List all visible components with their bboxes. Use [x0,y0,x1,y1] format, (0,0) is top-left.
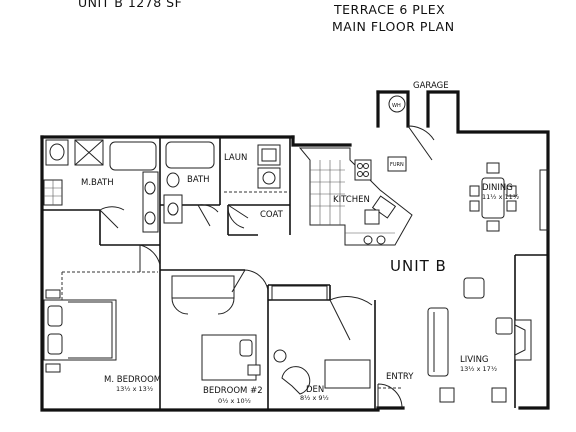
laundry-label: LAUN [224,153,247,163]
mbed-door-swing [139,244,161,272]
bath-toilet-icon [166,172,180,188]
unit-info-label: UNIT B 1278 SF [78,0,182,10]
exterior-walls [40,90,550,412]
end-table-icon [491,387,507,403]
bathtub-icon [109,141,157,171]
stove-icon [354,159,372,181]
bedroom-2: BEDROOM #2 0½ x 10½ [171,269,269,405]
furnace-label: FURN [390,162,404,168]
title-line-1: TERRACE 6 PLEX [333,2,445,17]
bed2-door-swing [231,269,269,293]
armchair-icon [495,317,513,335]
den-door-swing [329,296,373,341]
kitchen: KITCHEN [298,147,413,246]
chair-icon [469,185,480,197]
desk-chair-icon [281,366,311,395]
water-heater-label: WH [392,103,401,109]
master-bedroom-label: M. BEDROOM [104,375,161,385]
den-label: DEN [306,385,324,395]
master-bedroom-dims: 13½ x 13½ [116,385,153,393]
closet-door-swing [171,297,235,315]
chair-icon [486,220,500,232]
entry-label: ENTRY [386,372,414,382]
coat-door-swing [227,204,249,229]
living-label: LIVING [460,355,489,365]
dining-dims: 11½ x 11½ [482,193,519,201]
chair-icon [506,185,517,197]
fireplace-icon [514,319,532,361]
closet-icon [171,275,235,299]
kitchen-label: KITCHEN [333,195,370,205]
pillow-icon [47,305,63,327]
armchair-icon [463,277,485,299]
nightstand-icon [45,289,61,299]
kitchen-counter [298,147,413,246]
nightstand-icon [247,364,261,376]
bath: BATH [163,141,219,227]
laundry: LAUN COAT [224,144,290,229]
master-bedroom: M. BEDROOM 13½ x 13½ [43,244,161,393]
living: LIVING 13½ x 17½ [427,277,532,403]
living-dims: 13½ x 17½ [460,365,497,373]
entry: ENTRY [377,372,414,409]
water-heater-icon [388,95,406,113]
pillow-icon [239,339,253,357]
dishwasher-icon [364,209,380,225]
bath-label: BATH [187,175,210,185]
dining: DINING 11½ x 11½ [469,162,549,232]
bay-window [539,169,549,231]
bath-door-swing [197,204,219,227]
coat-label: COAT [260,210,284,220]
dining-table-icon [481,177,505,219]
title-line-2: MAIN FLOOR PLAN [332,19,455,34]
nightstand-icon [45,363,61,373]
plant-icon [273,349,287,363]
stool-icon [376,235,386,245]
furnace-icon [387,156,407,172]
unit-label: UNIT B [390,257,447,275]
pillow-icon [47,333,63,355]
den: DEN 8½ x 9½ [271,285,373,402]
chair-icon [506,200,517,212]
mbath-label: M.BATH [81,178,114,188]
den-dims: 8½ x 9½ [300,394,329,402]
den-closet-icon [271,285,328,301]
stool-icon [363,235,373,245]
master-bath: M.BATH [43,139,159,233]
garage-label: GARAGE [413,81,449,91]
dryer-icon [257,167,281,189]
garage-area: GARAGE WH FURN [387,81,449,172]
desk-icon [324,359,371,389]
bedroom2-dims: 0½ x 10½ [218,397,251,405]
mbath-door-swing [99,206,125,229]
chair-icon [469,200,480,212]
bath-tub-icon [165,141,215,169]
end-table-icon [439,387,455,403]
chair-icon [486,162,500,174]
dining-label: DINING [482,183,513,193]
bedroom2-label: BEDROOM #2 [203,386,263,396]
sofa-icon [427,307,449,377]
kitchen-sink-icon [371,195,397,219]
garage-door-swing [407,125,435,161]
